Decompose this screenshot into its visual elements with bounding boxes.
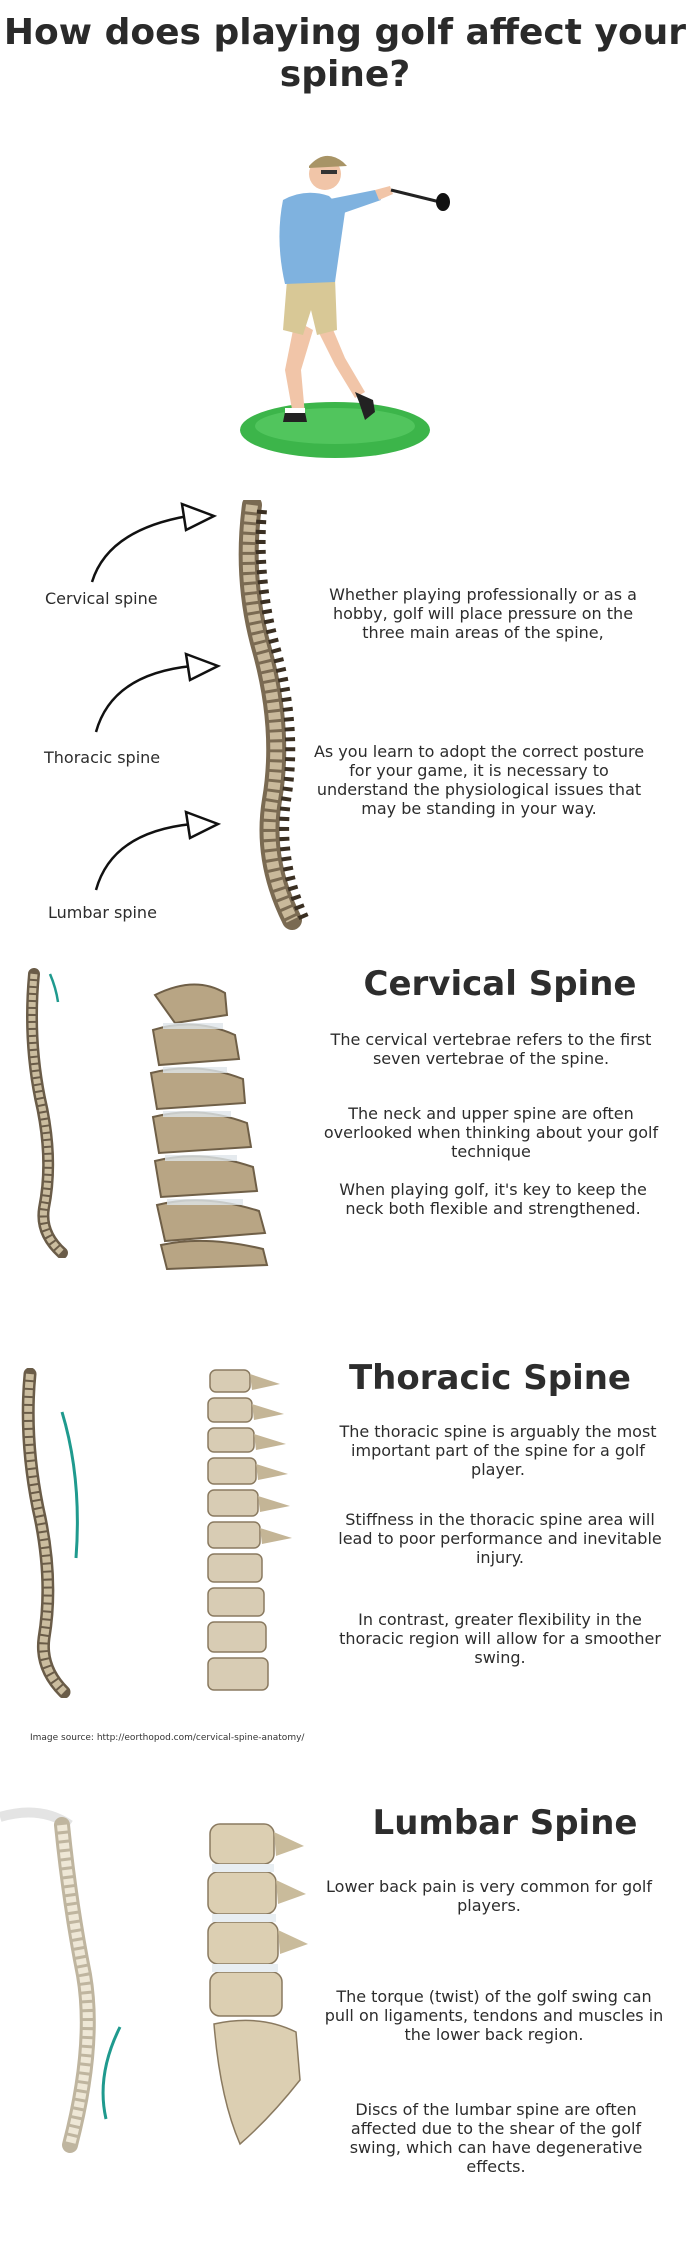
lumbar-heading: Lumbar Spine	[372, 1803, 638, 1843]
lumbar-vertebrae-illustration	[200, 1818, 310, 2148]
thoracic-spine-full-illustration	[20, 1368, 90, 1698]
spine-side-illustration	[232, 500, 322, 930]
golfer-illustration	[225, 130, 455, 460]
thoracic-text-2: Stiffness in the thoracic spine area wil…	[338, 1510, 662, 1567]
arrow-lumbar-icon	[92, 806, 222, 896]
overview-text-1: Whether playing professionally or as a h…	[329, 585, 637, 642]
cervical-heading: Cervical Spine	[363, 964, 637, 1004]
lumbar-text-1: Lower back pain is very common for golf …	[326, 1877, 652, 1915]
thoracic-heading: Thoracic Spine	[348, 1358, 631, 1398]
cervical-vertebrae-illustration	[135, 975, 280, 1270]
thoracic-text-1: The thoracic spine is arguably the most …	[339, 1422, 657, 1479]
arrow-cervical-icon	[88, 500, 218, 590]
thoracic-text-3: In contrast, greater flexibility in the …	[339, 1610, 661, 1667]
image-source-caption: Image source: http://eorthopod.com/cervi…	[30, 1733, 305, 1743]
cervical-spine-full-illustration	[22, 968, 82, 1258]
lumbar-text-2: The torque (twist) of the golf swing can…	[324, 1987, 664, 2044]
cervical-text-1: The cervical vertebrae refers to the fir…	[330, 1030, 652, 1068]
label-thoracic: Thoracic spine	[44, 748, 161, 767]
cervical-text-3: When playing golf, it's key to keep the …	[339, 1180, 647, 1218]
arrow-thoracic-icon	[92, 648, 222, 738]
cervical-text-2: The neck and upper spine are often overl…	[323, 1104, 659, 1161]
lumbar-text-3: Discs of the lumbar spine are often affe…	[349, 2100, 643, 2176]
label-cervical: Cervical spine	[45, 589, 158, 608]
label-lumbar: Lumbar spine	[48, 903, 157, 922]
thoracic-vertebrae-illustration	[190, 1360, 295, 1700]
lumbar-spine-full-illustration	[0, 1805, 130, 2155]
page-title: How does playing golf affect your spine?	[3, 12, 687, 95]
overview-text-2: As you learn to adopt the correct postur…	[313, 742, 645, 818]
